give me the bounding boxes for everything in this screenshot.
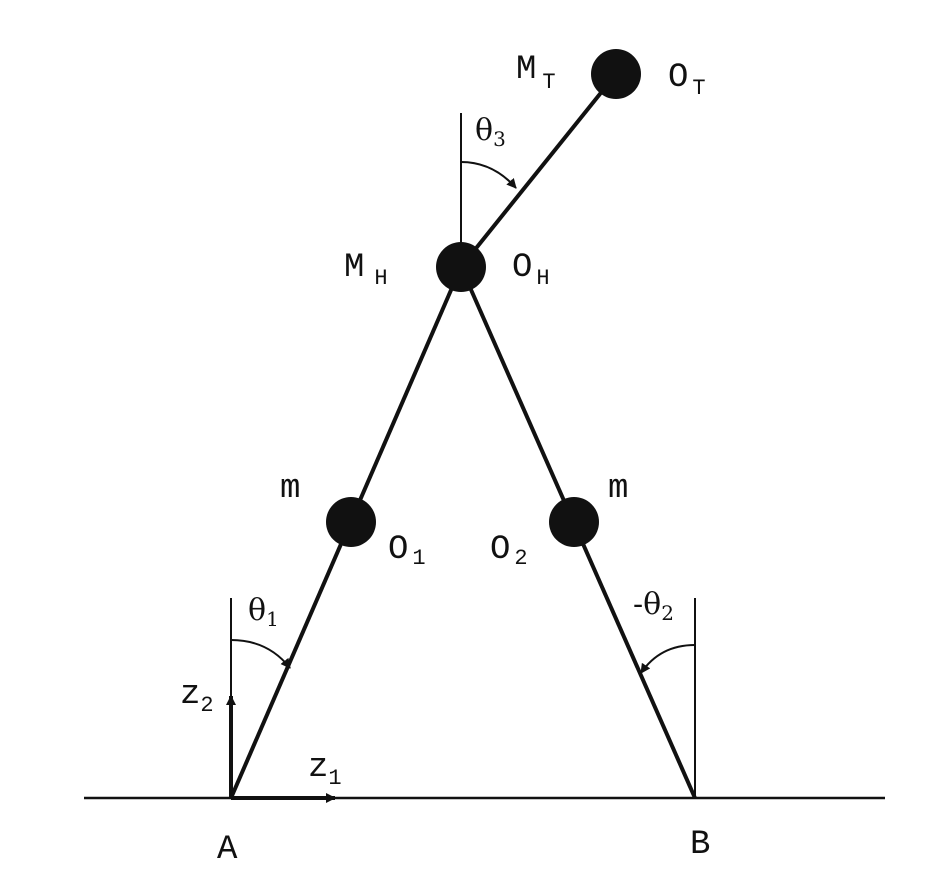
theta2-arc — [640, 644, 696, 674]
torso-link — [459, 72, 618, 269]
leg-1-mass-label: m — [280, 470, 300, 508]
theta1-label: θ1 — [248, 593, 279, 631]
foot-b-label: B — [690, 826, 710, 864]
torso-mass — [591, 49, 641, 99]
foot-a-label: A — [217, 831, 238, 869]
theta3-label: θ3 — [475, 113, 506, 151]
z1-label: z1 — [308, 749, 342, 791]
z2-label: z2 — [180, 676, 214, 718]
theta1-arc — [230, 639, 291, 669]
leg-1-mass — [326, 497, 376, 547]
theta3-arc — [460, 161, 517, 189]
leg-2-mass-label: m — [608, 470, 628, 508]
leg-2-mass — [549, 497, 599, 547]
hip-mass — [436, 242, 486, 292]
theta2-label: -θ2 — [633, 587, 674, 625]
